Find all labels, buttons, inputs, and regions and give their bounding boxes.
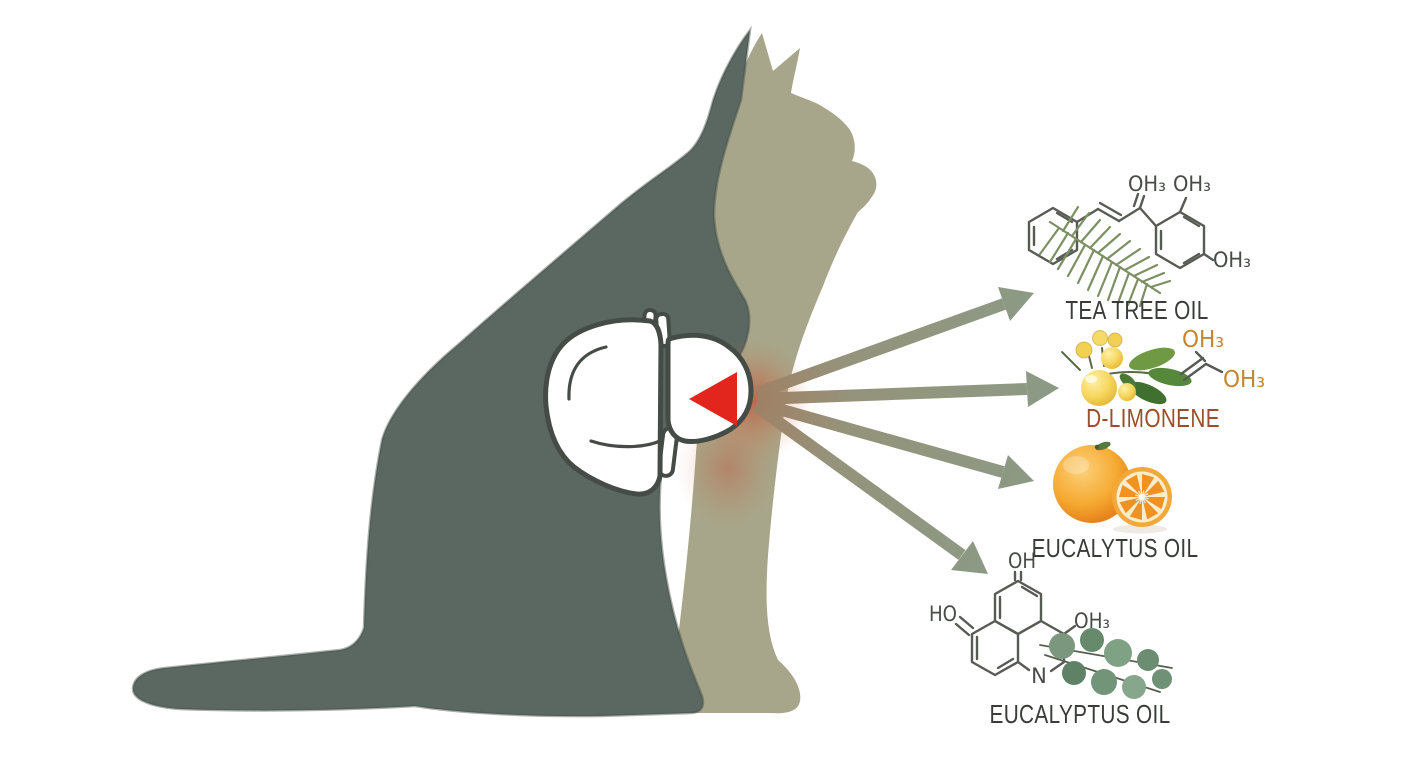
liver-diagram [543, 308, 754, 497]
formula-label: OH₃ [1182, 327, 1224, 353]
formula-label: OH₃ [1128, 172, 1166, 196]
label-eucalytus-oil: EUCALYTUS OIL [1031, 533, 1199, 563]
arrow-to-d-limonene [756, 371, 1059, 407]
leaves-icon [1119, 347, 1192, 405]
orange-fruit-icon [1053, 441, 1172, 534]
arrow-to-tea-tree-oil [754, 287, 1034, 399]
d-limonene-illustration: OH₃ OH₃ [1061, 327, 1265, 406]
whole-orange-icon [1053, 441, 1131, 523]
formula-label: HO [929, 602, 957, 626]
eucalyptus-sprig-icon [1039, 628, 1173, 699]
liver-detail-line [567, 345, 608, 401]
eucalyptus-oil-structure: OH HO OH₃ N [929, 549, 1110, 688]
formula-label: OH₃ [1213, 248, 1251, 272]
red-pointer-icon [689, 372, 737, 426]
label-d-limonene: D-LIMONENE [1086, 403, 1220, 433]
arrows-group [752, 287, 1059, 574]
liver-detail-line [589, 439, 662, 449]
tea-tree-oil-structure: OH₃ OH₃ OH₃ [1027, 172, 1251, 272]
liver-left-lobe [543, 317, 664, 497]
formula-label: OH₃ [1223, 367, 1265, 393]
arrow-to-eucalyptus-oil [752, 401, 988, 574]
orange-slice-icon [1112, 467, 1172, 527]
arrow-to-orange-oil [755, 397, 1034, 489]
label-eucalyptus-oil: EUCALYPTUS OIL [989, 699, 1171, 729]
formula-label: N [1031, 664, 1047, 688]
label-tea-tree-oil: TEA TREE OIL [1065, 295, 1209, 325]
berries-icon [1075, 330, 1136, 406]
d-limonene-structure: OH₃ OH₃ [1179, 327, 1265, 393]
formula-label: OH [1008, 549, 1036, 573]
tea-tree-sprig-icon [1038, 205, 1172, 308]
formula-label: OH₃ [1173, 172, 1211, 196]
